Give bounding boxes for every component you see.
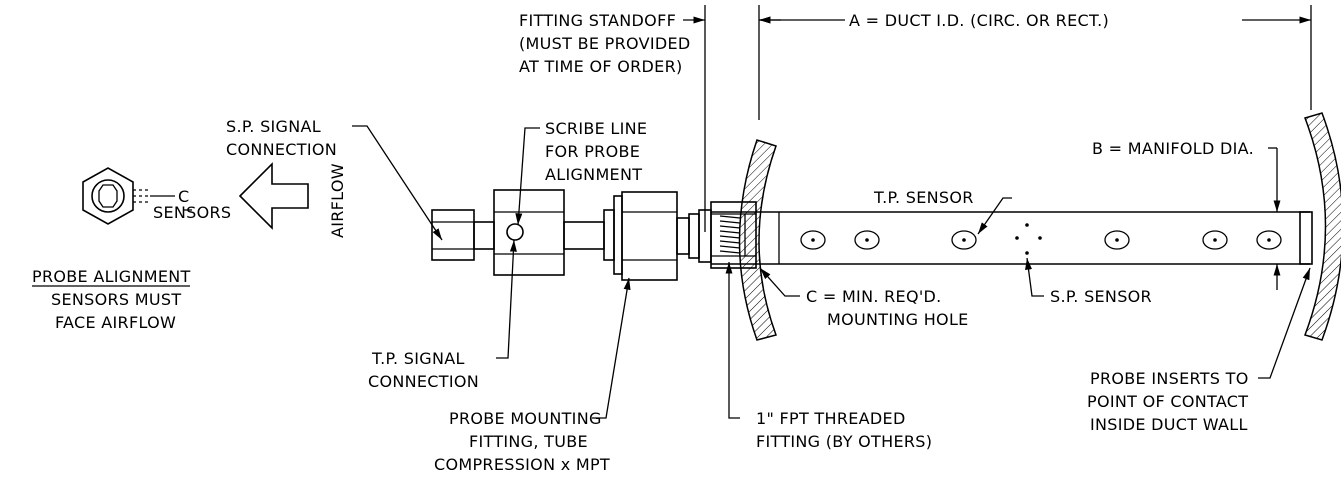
sp-signal-label-1: S.P. SIGNAL [226,117,321,136]
dimension-lines [683,5,1312,232]
leader-lines [352,125,1311,419]
probe-mounting-fitting [603,191,712,281]
manifold-dia-label: B = MANIFOLD DIA. [1092,139,1254,158]
probe-alignment-title: PROBE ALIGNMENT [32,267,191,286]
scribe-line-label-1: SCRIBE LINE [545,119,647,138]
probe-inserts-label-2: POINT OF CONTACT [1087,392,1248,411]
probe-mounting-label-2: FITTING, TUBE [469,432,588,451]
airflow-label: AIRFLOW [328,163,347,238]
probe-inserts-label-3: INSIDE DUCT WALL [1090,415,1248,434]
scribe-line-label-2: FOR PROBE [545,142,640,161]
probe-inserts-label-1: PROBE INSERTS TO [1090,369,1249,388]
manifold-diameter-dimension [1268,147,1281,290]
probe-alignment-symbol [82,162,309,230]
mounting-hole-label-2: MOUNTING HOLE [827,310,969,329]
fpt-fitting-label-2: FITTING (BY OTHERS) [756,432,932,451]
right-duct-wall [1304,112,1341,341]
tp-sensor-label: T.P. SENSOR [873,188,974,207]
mounting-hole-label-1: C = MIN. REQ'D. [806,287,942,306]
fitting-standoff-label-1: FITTING STANDOFF [519,11,676,30]
probe-mounting-label-1: PROBE MOUNTING [449,409,602,428]
left-duct-wall [738,139,777,341]
duct-id-label: A = DUCT I.D. (CIRC. OR RECT.) [849,11,1109,30]
probe-alignment-note-2: FACE AIRFLOW [55,313,176,332]
fitting-standoff-label-3: AT TIME OF ORDER) [519,57,683,76]
signal-connection-fitting [431,189,605,276]
fitting-standoff-label-2: (MUST BE PROVIDED [519,34,691,53]
scribe-line-label-3: ALIGNMENT [545,165,642,184]
sp-sensor-label: S.P. SENSOR [1050,287,1152,306]
sp-signal-label-2: CONNECTION [226,140,337,159]
tp-signal-label-1: T.P. SIGNAL [371,349,465,368]
manifold-probe [711,211,1313,265]
probe-alignment-note-1: SENSORS MUST [51,290,181,309]
tp-signal-label-2: CONNECTION [368,372,479,391]
centerline-symbol: C [178,187,189,206]
sp-sensor-ports [1015,223,1042,255]
sensors-label: SENSORS [153,203,231,222]
fpt-fitting-label-1: 1" FPT THREADED [756,409,906,428]
probe-mounting-label-3: COMPRESSION x MPT [434,455,610,474]
tp-sensor-ports [800,230,1282,250]
